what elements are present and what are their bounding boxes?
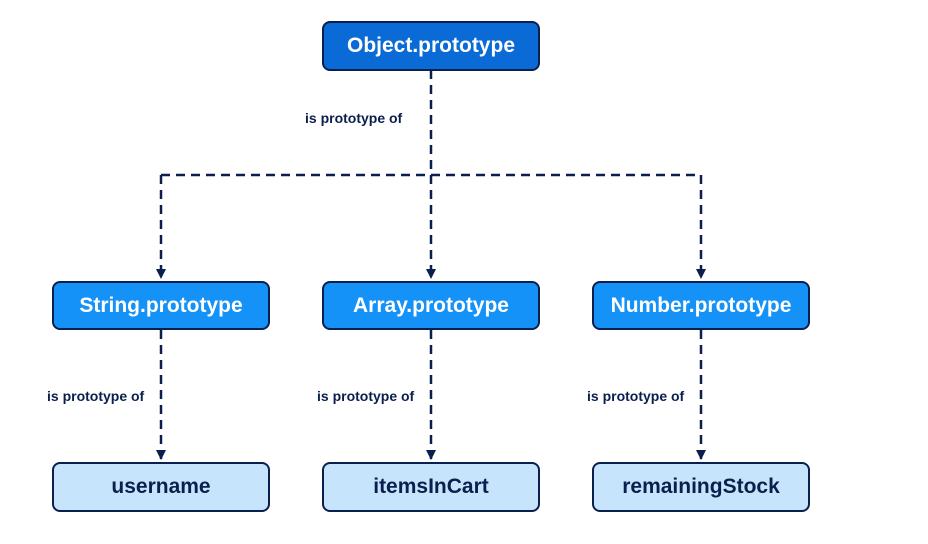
number-prototype-node: Number.prototype: [592, 281, 810, 330]
edge-label-number: is prototype of: [587, 388, 685, 404]
remaining-stock-label: remainingStock: [622, 475, 780, 498]
array-prototype-node: Array.prototype: [322, 281, 540, 330]
string-prototype-label: String.prototype: [79, 293, 243, 317]
edge-label-root: is prototype of: [305, 110, 403, 126]
edge-label-string: is prototype of: [47, 388, 145, 404]
array-prototype-label: Array.prototype: [353, 293, 509, 317]
username-node: username: [52, 462, 270, 512]
object-prototype-label: Object.prototype: [346, 34, 515, 57]
items-in-cart-label: itemsInCart: [373, 475, 489, 498]
edge-label-array: is prototype of: [317, 388, 415, 404]
items-in-cart-node: itemsInCart: [322, 462, 540, 512]
object-prototype-node: Object.prototype: [322, 21, 540, 71]
remaining-stock-node: remainingStock: [592, 462, 810, 512]
username-label: username: [111, 475, 211, 498]
number-prototype-label: Number.prototype: [610, 293, 792, 317]
string-prototype-node: String.prototype: [52, 281, 270, 330]
